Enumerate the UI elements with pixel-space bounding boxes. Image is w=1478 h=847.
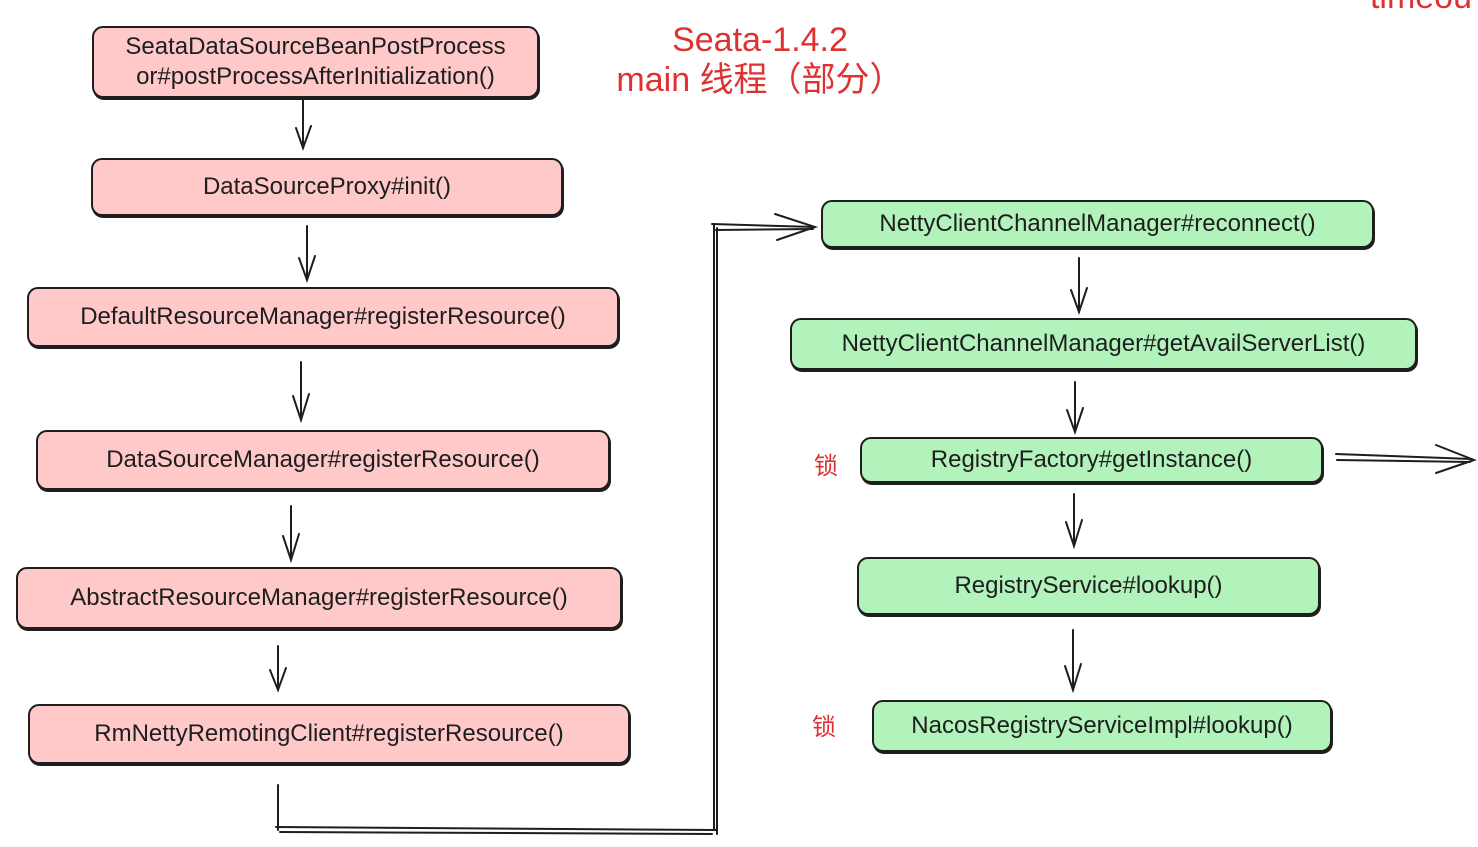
node-8-label: NettyClientChannelManager#getAvailServer…: [841, 330, 1366, 357]
arrow-1: [295, 99, 312, 151]
node-1-line-1: SeataDataSourceBeanPostProcess: [125, 33, 506, 60]
arrow-offscreen-right: [1335, 444, 1477, 474]
node-registry-factory-get-instance: RegistryFactory#getInstance(): [860, 437, 1323, 483]
arrow-7: [1066, 381, 1084, 436]
lock-label-nacos-lookup: 锁: [812, 714, 836, 741]
node-default-resource-manager: DefaultResourceManager#registerResource(…: [27, 287, 619, 347]
arrow-2: [298, 225, 316, 284]
arrow-6: [1070, 257, 1088, 316]
node-datasource-proxy-init: DataSourceProxy#init(): [91, 158, 563, 216]
node-netty-get-avail-server-list: NettyClientChannelManager#getAvailServer…: [790, 318, 1417, 370]
cut-off-text: timeou: [1370, 0, 1472, 17]
connector-main-to-reconnect: [275, 213, 819, 835]
node-1-line-2: or#postProcessAfterInitialization(): [136, 63, 495, 90]
diagram-title: Seata-1.4.2 main 线程（部分）: [590, 20, 930, 100]
node-6-label: RmNettyRemotingClient#registerResource(): [94, 720, 564, 747]
title-line-1: Seata-1.4.2: [672, 21, 848, 59]
lock-label-registry-factory: 锁: [814, 453, 838, 480]
node-rm-netty-remoting-client: RmNettyRemotingClient#registerResource(): [28, 704, 630, 764]
node-10-label: RegistryService#lookup(): [954, 572, 1223, 599]
node-nacos-registry-lookup: NacosRegistryServiceImpl#lookup(): [872, 700, 1332, 752]
node-seata-datasource-bean-post-processor: SeataDataSourceBeanPostProcess or#postPr…: [92, 26, 539, 98]
node-7-label: NettyClientChannelManager#reconnect(): [879, 210, 1316, 237]
node-4-label: DataSourceManager#registerResource(): [106, 446, 540, 473]
node-9-label: RegistryFactory#getInstance(): [930, 446, 1253, 473]
node-datasource-manager: DataSourceManager#registerResource(): [36, 430, 610, 490]
arrow-5: [269, 645, 287, 693]
node-5-label: AbstractResourceManager#registerResource…: [70, 584, 568, 611]
arrow-9: [1064, 629, 1082, 694]
node-registry-service-lookup: RegistryService#lookup(): [857, 557, 1320, 615]
node-abstract-resource-manager: AbstractResourceManager#registerResource…: [16, 567, 622, 629]
node-11-label: NacosRegistryServiceImpl#lookup(): [911, 712, 1293, 739]
node-netty-reconnect: NettyClientChannelManager#reconnect(): [821, 200, 1374, 248]
title-line-2: main 线程（部分）: [616, 61, 904, 99]
node-3-label: DefaultResourceManager#registerResource(…: [80, 303, 566, 330]
arrow-3: [292, 361, 310, 424]
node-2-label: DataSourceProxy#init(): [202, 173, 452, 200]
arrow-8: [1065, 493, 1083, 550]
arrow-4: [282, 505, 300, 564]
